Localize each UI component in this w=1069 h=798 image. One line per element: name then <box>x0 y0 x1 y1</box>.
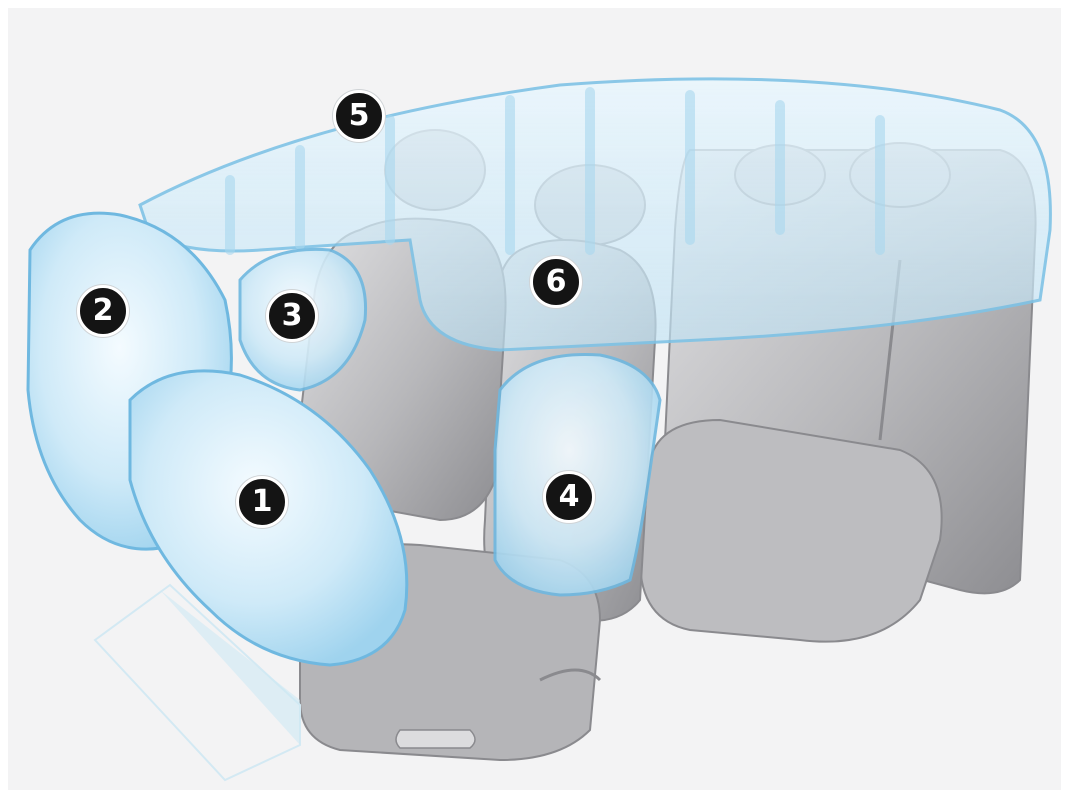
callout-3: 3 <box>266 290 318 342</box>
callout-1-label: 1 <box>252 487 273 517</box>
callout-2-label: 2 <box>93 296 114 326</box>
callout-4-label: 4 <box>559 482 580 512</box>
callout-4: 4 <box>543 471 595 523</box>
callout-5: 5 <box>333 90 385 142</box>
callout-6-label: 6 <box>546 267 567 297</box>
callout-6: 6 <box>530 256 582 308</box>
callout-2: 2 <box>77 285 129 337</box>
callout-5-label: 5 <box>349 101 370 131</box>
callout-1: 1 <box>236 476 288 528</box>
callout-3-label: 3 <box>282 301 303 331</box>
